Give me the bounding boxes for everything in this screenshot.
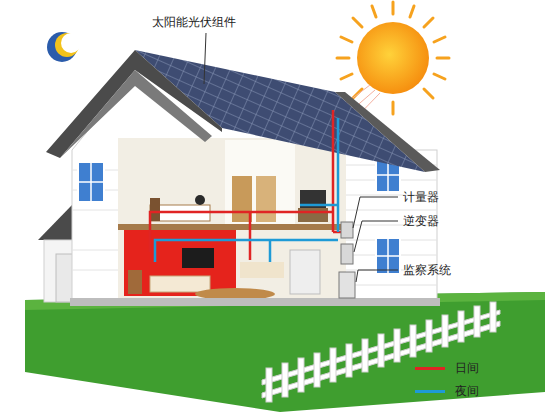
legend-text: 夜间 bbox=[455, 384, 479, 398]
legend-swatch bbox=[415, 390, 445, 393]
legend-swatch bbox=[415, 367, 445, 370]
callout-label: 太阳能光伏组件 bbox=[152, 15, 236, 29]
legend-text: 日间 bbox=[455, 361, 479, 375]
callout-label: 逆变器 bbox=[403, 214, 439, 228]
callout-label: 计量器 bbox=[403, 190, 439, 204]
callout-label: 监察系统 bbox=[403, 263, 451, 277]
